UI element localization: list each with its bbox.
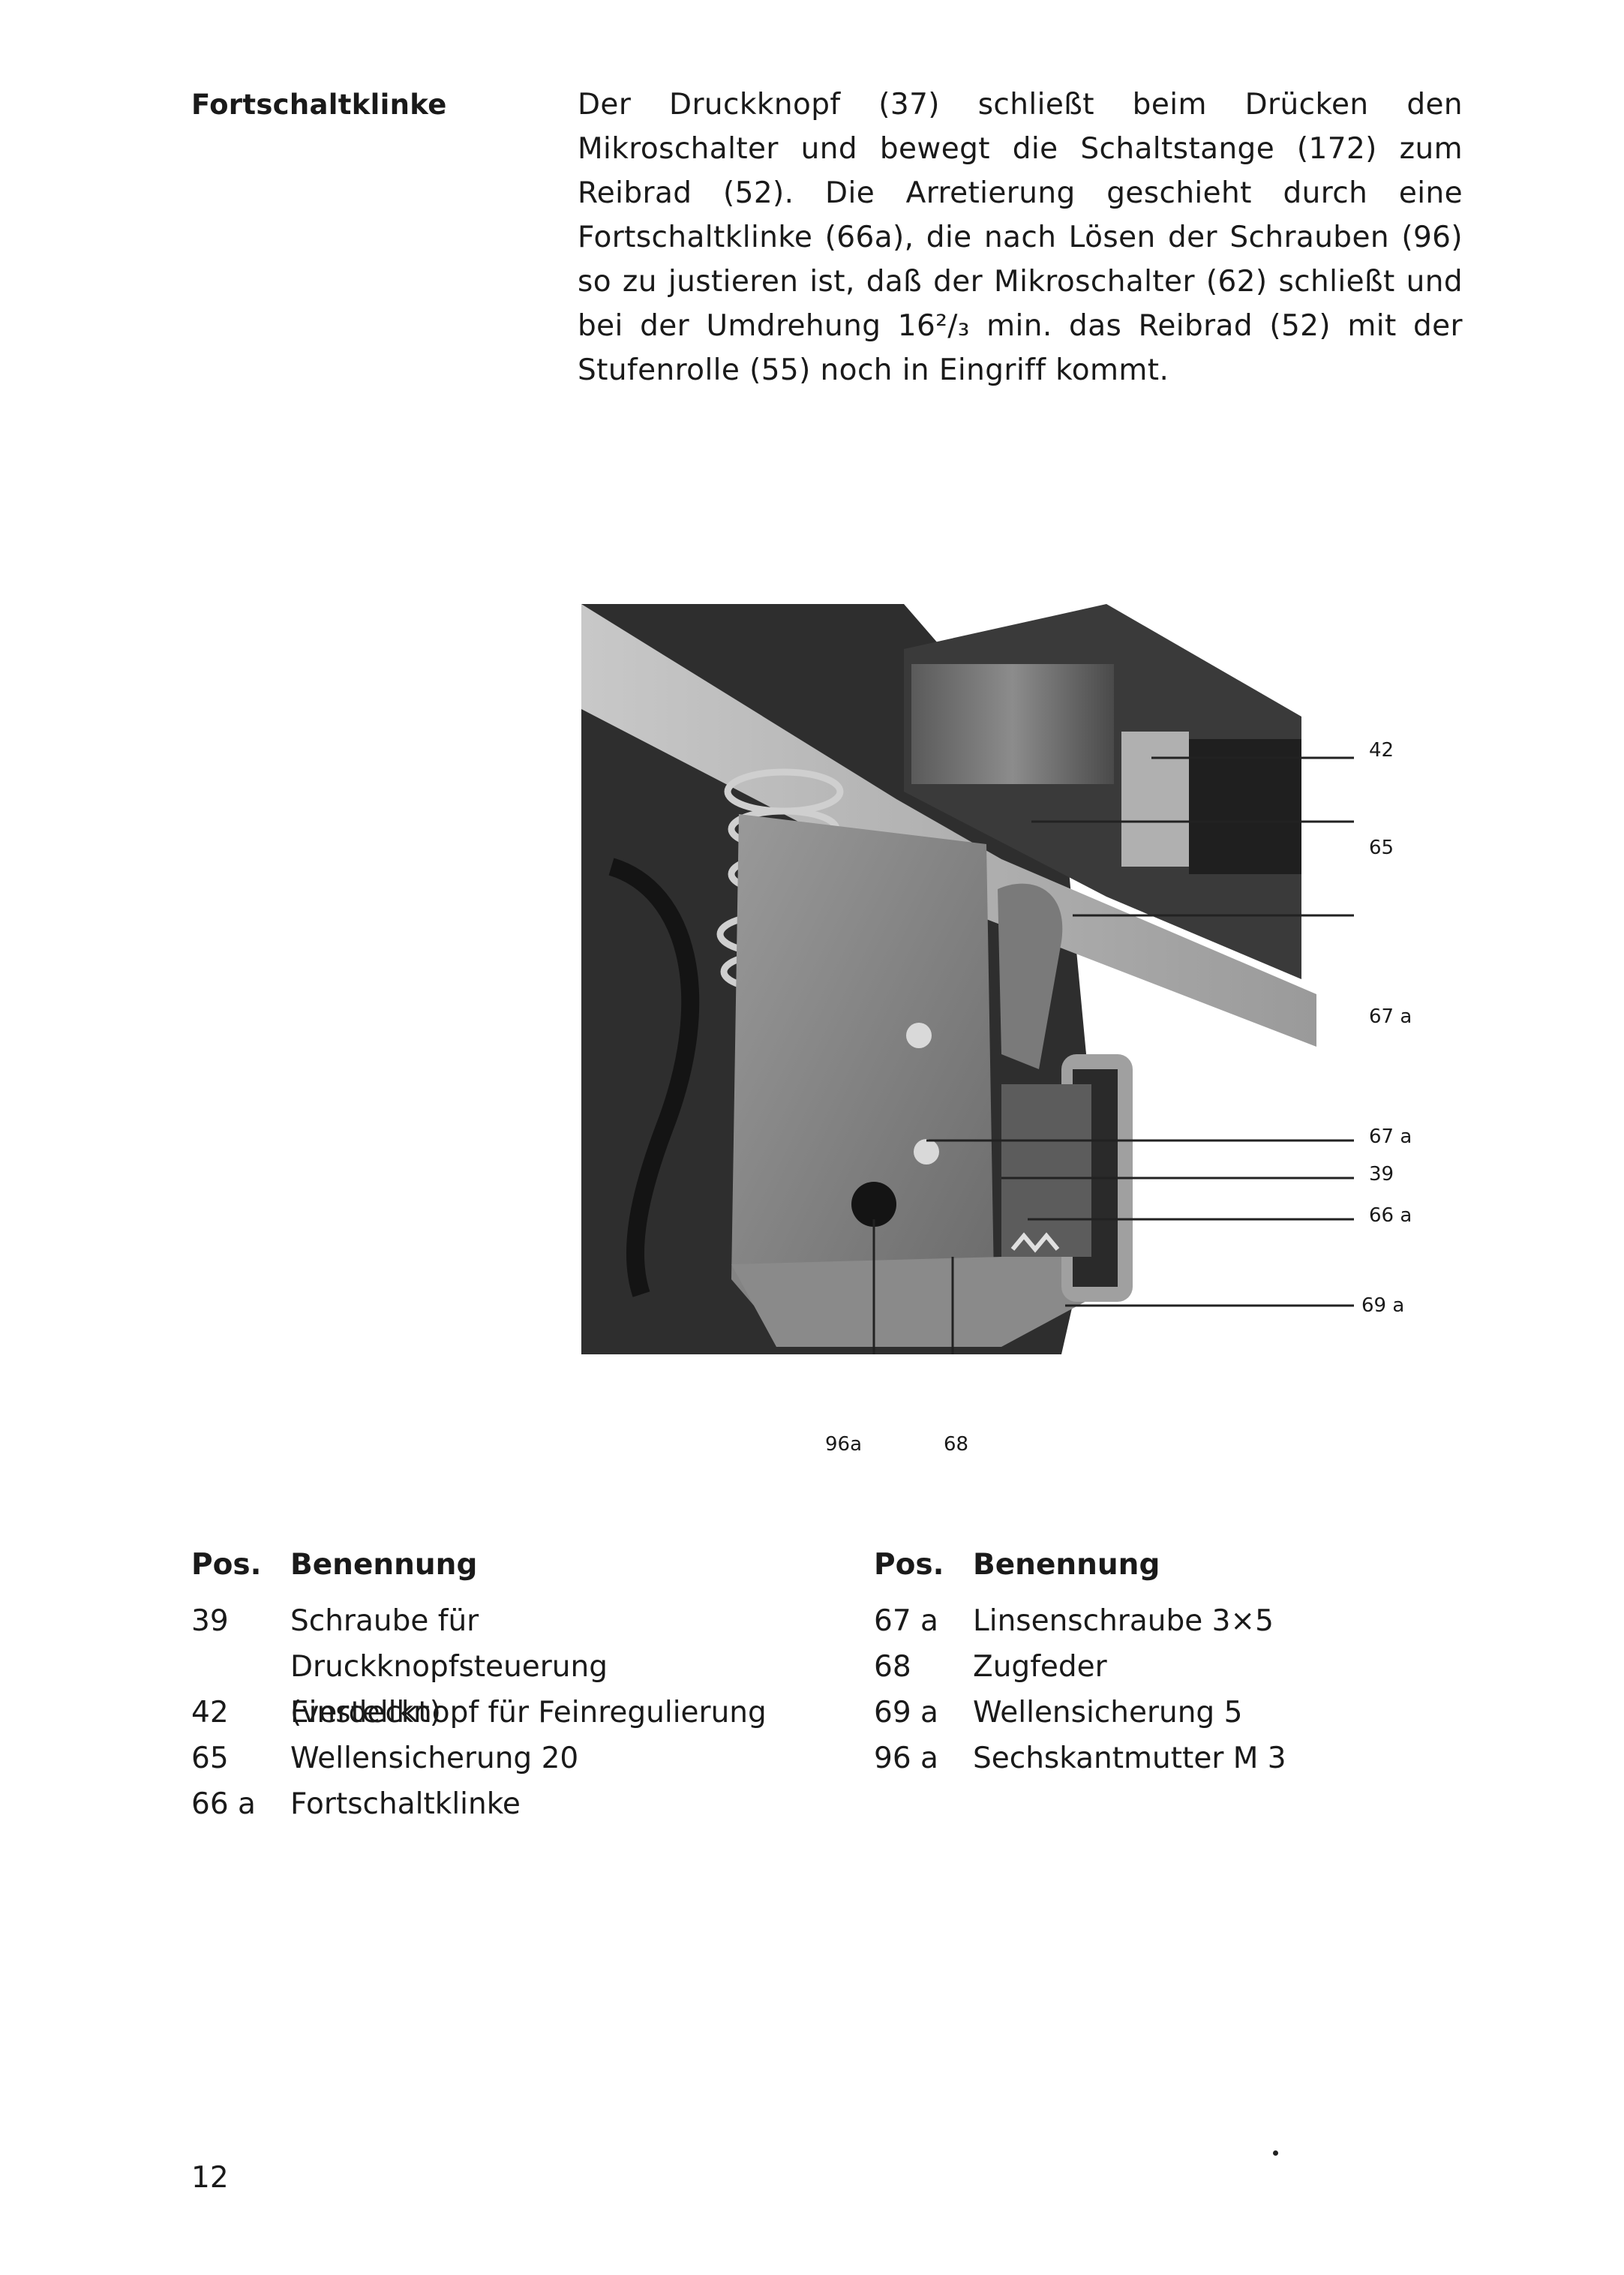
mechanism-photo [581, 604, 1354, 1354]
cable-loop [608, 858, 700, 1297]
print-speck [1273, 2150, 1278, 2156]
base-casting [731, 1242, 1106, 1347]
callout-96a: 96a [825, 1433, 863, 1456]
table-row: 42 Einstellknopf für Feinregulierung [191, 1696, 767, 1730]
callout-69a: 69 a [1361, 1294, 1405, 1317]
callout-42: 42 [1369, 739, 1394, 762]
adjust-knob [1121, 732, 1189, 867]
tension-spring-68 [1010, 1232, 1060, 1253]
parts-table-left: Pos. Benennung 39 Schraube für Druckknop… [191, 1542, 806, 1827]
pawl-arm [998, 883, 1063, 1069]
hex-nut-96a [851, 1182, 896, 1227]
table-row: 66 a Fortschaltklinke [191, 1787, 521, 1821]
parts-table-right: Pos. Benennung 67 a Linsenschraube 3×5 6… [874, 1542, 1444, 1781]
fortschaltklinke [1001, 1084, 1091, 1257]
table-row: 96 a Sechskantmutter M 3 [874, 1742, 1286, 1775]
table-row: 68 Zugfeder [874, 1650, 1107, 1684]
page-number: 12 [191, 2161, 229, 2195]
hole-middle [914, 1139, 939, 1165]
table-row: 69 a Wellensicherung 5 [874, 1696, 1243, 1730]
table-row: 65 Wellensicherung 20 [191, 1742, 579, 1775]
top-diagonal-bar [581, 604, 1316, 1047]
table-header-row: Pos. Benennung [874, 1542, 1444, 1588]
header-pos: Pos. [191, 1548, 262, 1582]
callout-67a-lower: 67 a [1369, 1125, 1412, 1148]
right-dark-block [1189, 739, 1301, 874]
header-name: Benennung [290, 1548, 478, 1582]
header-pos: Pos. [874, 1548, 944, 1582]
main-plate [731, 814, 994, 1332]
header-name: Benennung [973, 1548, 1160, 1582]
hole-upper [906, 1023, 932, 1048]
mechanism-photo-figure [581, 604, 1418, 1354]
section-heading: Fortschaltklinke [191, 89, 447, 121]
callout-65: 65 [1369, 837, 1394, 859]
table-row: 39 Schraube für Druckknopfsteuerung (ver… [191, 1604, 608, 1730]
table-row: 67 a Linsenschraube 3×5 [874, 1604, 1274, 1638]
callout-68: 68 [944, 1433, 969, 1456]
callout-67a-upper: 67 a [1369, 1005, 1412, 1028]
upper-block [911, 664, 1114, 784]
callout-leader-lines [872, 756, 1354, 1354]
section-paragraph: Der Druckknopf (37) schließt beim Drücke… [578, 88, 1463, 387]
table-header-row: Pos. Benennung [191, 1542, 806, 1588]
callout-39: 39 [1369, 1163, 1394, 1186]
callout-66a: 66 a [1369, 1204, 1412, 1227]
